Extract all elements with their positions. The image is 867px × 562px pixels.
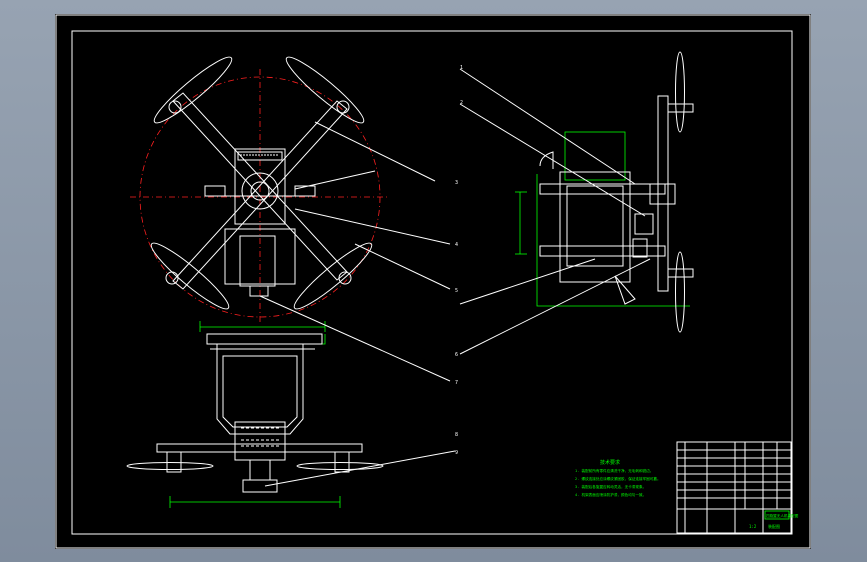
- leader-lines: [259, 68, 651, 487]
- balloon-9: 9: [455, 450, 458, 456]
- drawing-sheet[interactable]: 1 2 3 4 5 6 7 8 9 技术要求 1. 装配前所有零件应清洗干净，无…: [55, 14, 811, 549]
- center-hub: [204, 148, 316, 297]
- balloon-5: 5: [455, 288, 458, 294]
- balloon-3: 3: [455, 180, 458, 186]
- drawing-scale: 1:2: [749, 524, 757, 529]
- propeller-rear-right: [293, 242, 373, 310]
- outer-border: [55, 14, 811, 549]
- top-view: [130, 56, 390, 324]
- note-3: 3. 装配后各旋翼应转动灵活，无卡滞现象。: [575, 484, 646, 489]
- balloon-1: 1: [460, 65, 463, 71]
- inner-frame: [71, 30, 793, 535]
- side-view: [515, 51, 694, 333]
- drawing-canvas[interactable]: 1 2 3 4 5 6 7 8 9 技术要求 1. 装配前所有零件应清洗干净，无…: [55, 14, 811, 549]
- technical-notes: 技术要求 1. 装配前所有零件应清洗干净，无毛刺和锐边。 2. 螺纹连接处应涂螺…: [575, 459, 661, 497]
- note-1: 1. 装配前所有零件应清洗干净，无毛刺和锐边。: [575, 468, 653, 473]
- balloon-7: 7: [455, 380, 458, 386]
- note-2: 2. 螺纹连接处应涂螺纹紧固胶，保证连接牢固可靠。: [575, 476, 661, 481]
- drawing-name: 四旋翼无人机装配图: [766, 513, 799, 518]
- balloon-4: 4: [455, 242, 458, 248]
- balloon-8: 8: [455, 432, 458, 438]
- balloon-2: 2: [460, 100, 463, 106]
- propeller-front-left: [153, 56, 233, 124]
- note-4: 4. 机架表面应喷涂防护漆，颜色均匀一致。: [575, 492, 646, 497]
- notes-title: 技术要求: [600, 459, 620, 466]
- balloon-6: 6: [455, 352, 458, 358]
- balloon-labels: 1 2 3 4 5 6 7 8 9: [455, 65, 463, 456]
- sheet-label: 装配图: [768, 523, 780, 529]
- front-view: [126, 321, 384, 508]
- title-block: 四旋翼无人机装配图 装配图 1:2: [676, 441, 799, 534]
- propeller-rear-left: [150, 242, 230, 310]
- propeller-front-right: [285, 56, 365, 124]
